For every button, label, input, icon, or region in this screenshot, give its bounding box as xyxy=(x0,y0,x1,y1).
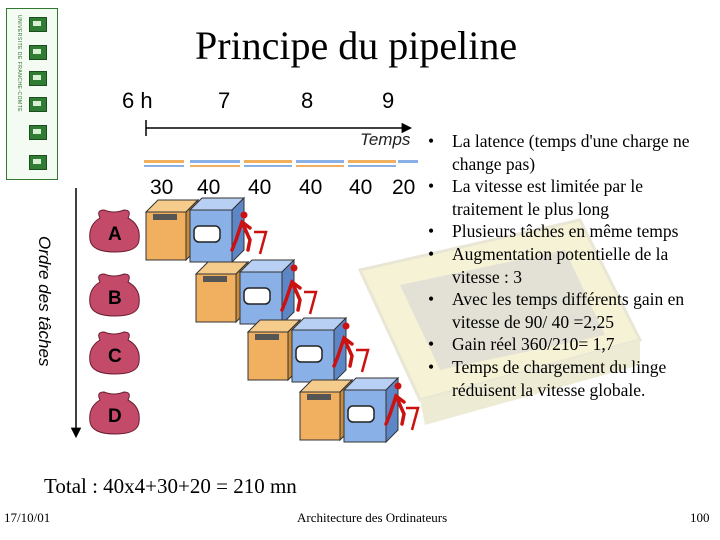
university-name: UNIVERSITE DE FRANCHE-COMTE xyxy=(16,15,22,113)
footer-course: Architecture des Ordinateurs xyxy=(297,510,448,525)
duration-segments xyxy=(144,160,418,167)
bag-icon xyxy=(29,155,47,170)
check-icon xyxy=(29,45,47,60)
time-label-7: 7 xyxy=(218,88,231,113)
time-label-8: 8 xyxy=(301,88,314,113)
time-axis-label: Temps xyxy=(360,130,411,149)
duration-label-4: 40 xyxy=(299,176,323,199)
washer-D xyxy=(298,378,354,442)
duration-label-3: 40 xyxy=(248,176,272,199)
bullet-potential-speedup: Augmentation potentielle de la vitesse :… xyxy=(428,243,718,288)
folding-person-B xyxy=(280,264,318,315)
folding-person-D xyxy=(384,382,420,431)
duration-label-2: 40 xyxy=(197,176,221,199)
total-time: Total : 40x4+30+20 = 210 mn xyxy=(44,474,297,498)
task-label-D: D xyxy=(108,406,122,427)
task-label-C: C xyxy=(108,346,122,367)
bullet-speed-limit: La vitesse est limitée par le traitement… xyxy=(428,175,718,220)
laundry-bag-A xyxy=(89,209,140,253)
university-logo: UNIVERSITE DE FRANCHE-COMTE xyxy=(6,8,58,180)
time-label-6h: 6 h xyxy=(122,88,153,113)
dryer-B xyxy=(238,258,296,326)
bullet-loading-time: Temps de chargement du linge réduisent l… xyxy=(428,356,718,401)
folding-person-A xyxy=(230,211,268,255)
document-icon xyxy=(29,17,47,32)
time-label-9: 9 xyxy=(382,88,395,113)
folding-person-C xyxy=(332,322,370,373)
task-label-A: A xyxy=(108,224,122,245)
washer-A xyxy=(144,198,200,262)
dryer-C xyxy=(290,316,348,384)
task-order-axis-label: Ordre des tâches xyxy=(35,236,54,367)
bullet-different-times-gain: Avec les temps différents gain en vitess… xyxy=(428,288,718,333)
task-label-B: B xyxy=(108,288,122,309)
bullet-real-gain: Gain réel 360/210= 1,7 xyxy=(428,333,718,356)
laundry-bag-B xyxy=(89,273,140,317)
page-title: Principe du pipeline xyxy=(195,23,518,68)
duration-label-5: 40 xyxy=(349,176,373,199)
dryer-A xyxy=(188,196,246,264)
tape-icon xyxy=(29,97,47,112)
dryer-D xyxy=(342,376,400,444)
duration-label-1: 30 xyxy=(150,176,174,199)
laundry-bag-C xyxy=(89,331,140,375)
grid-icon xyxy=(29,125,47,140)
bullet-latency: La latence (temps d'une charge ne change… xyxy=(428,130,718,175)
laundry-bag-D xyxy=(89,391,140,435)
duration-label-6: 20 xyxy=(392,176,416,199)
footer-date: 17/10/01 xyxy=(4,510,51,525)
explanation-list: La latence (temps d'une charge ne change… xyxy=(428,130,718,401)
footer-page-number: 100 xyxy=(690,510,710,525)
dot-icon xyxy=(29,71,47,86)
bullet-parallel-tasks: Plusieurs tâches en même temps xyxy=(428,220,718,243)
